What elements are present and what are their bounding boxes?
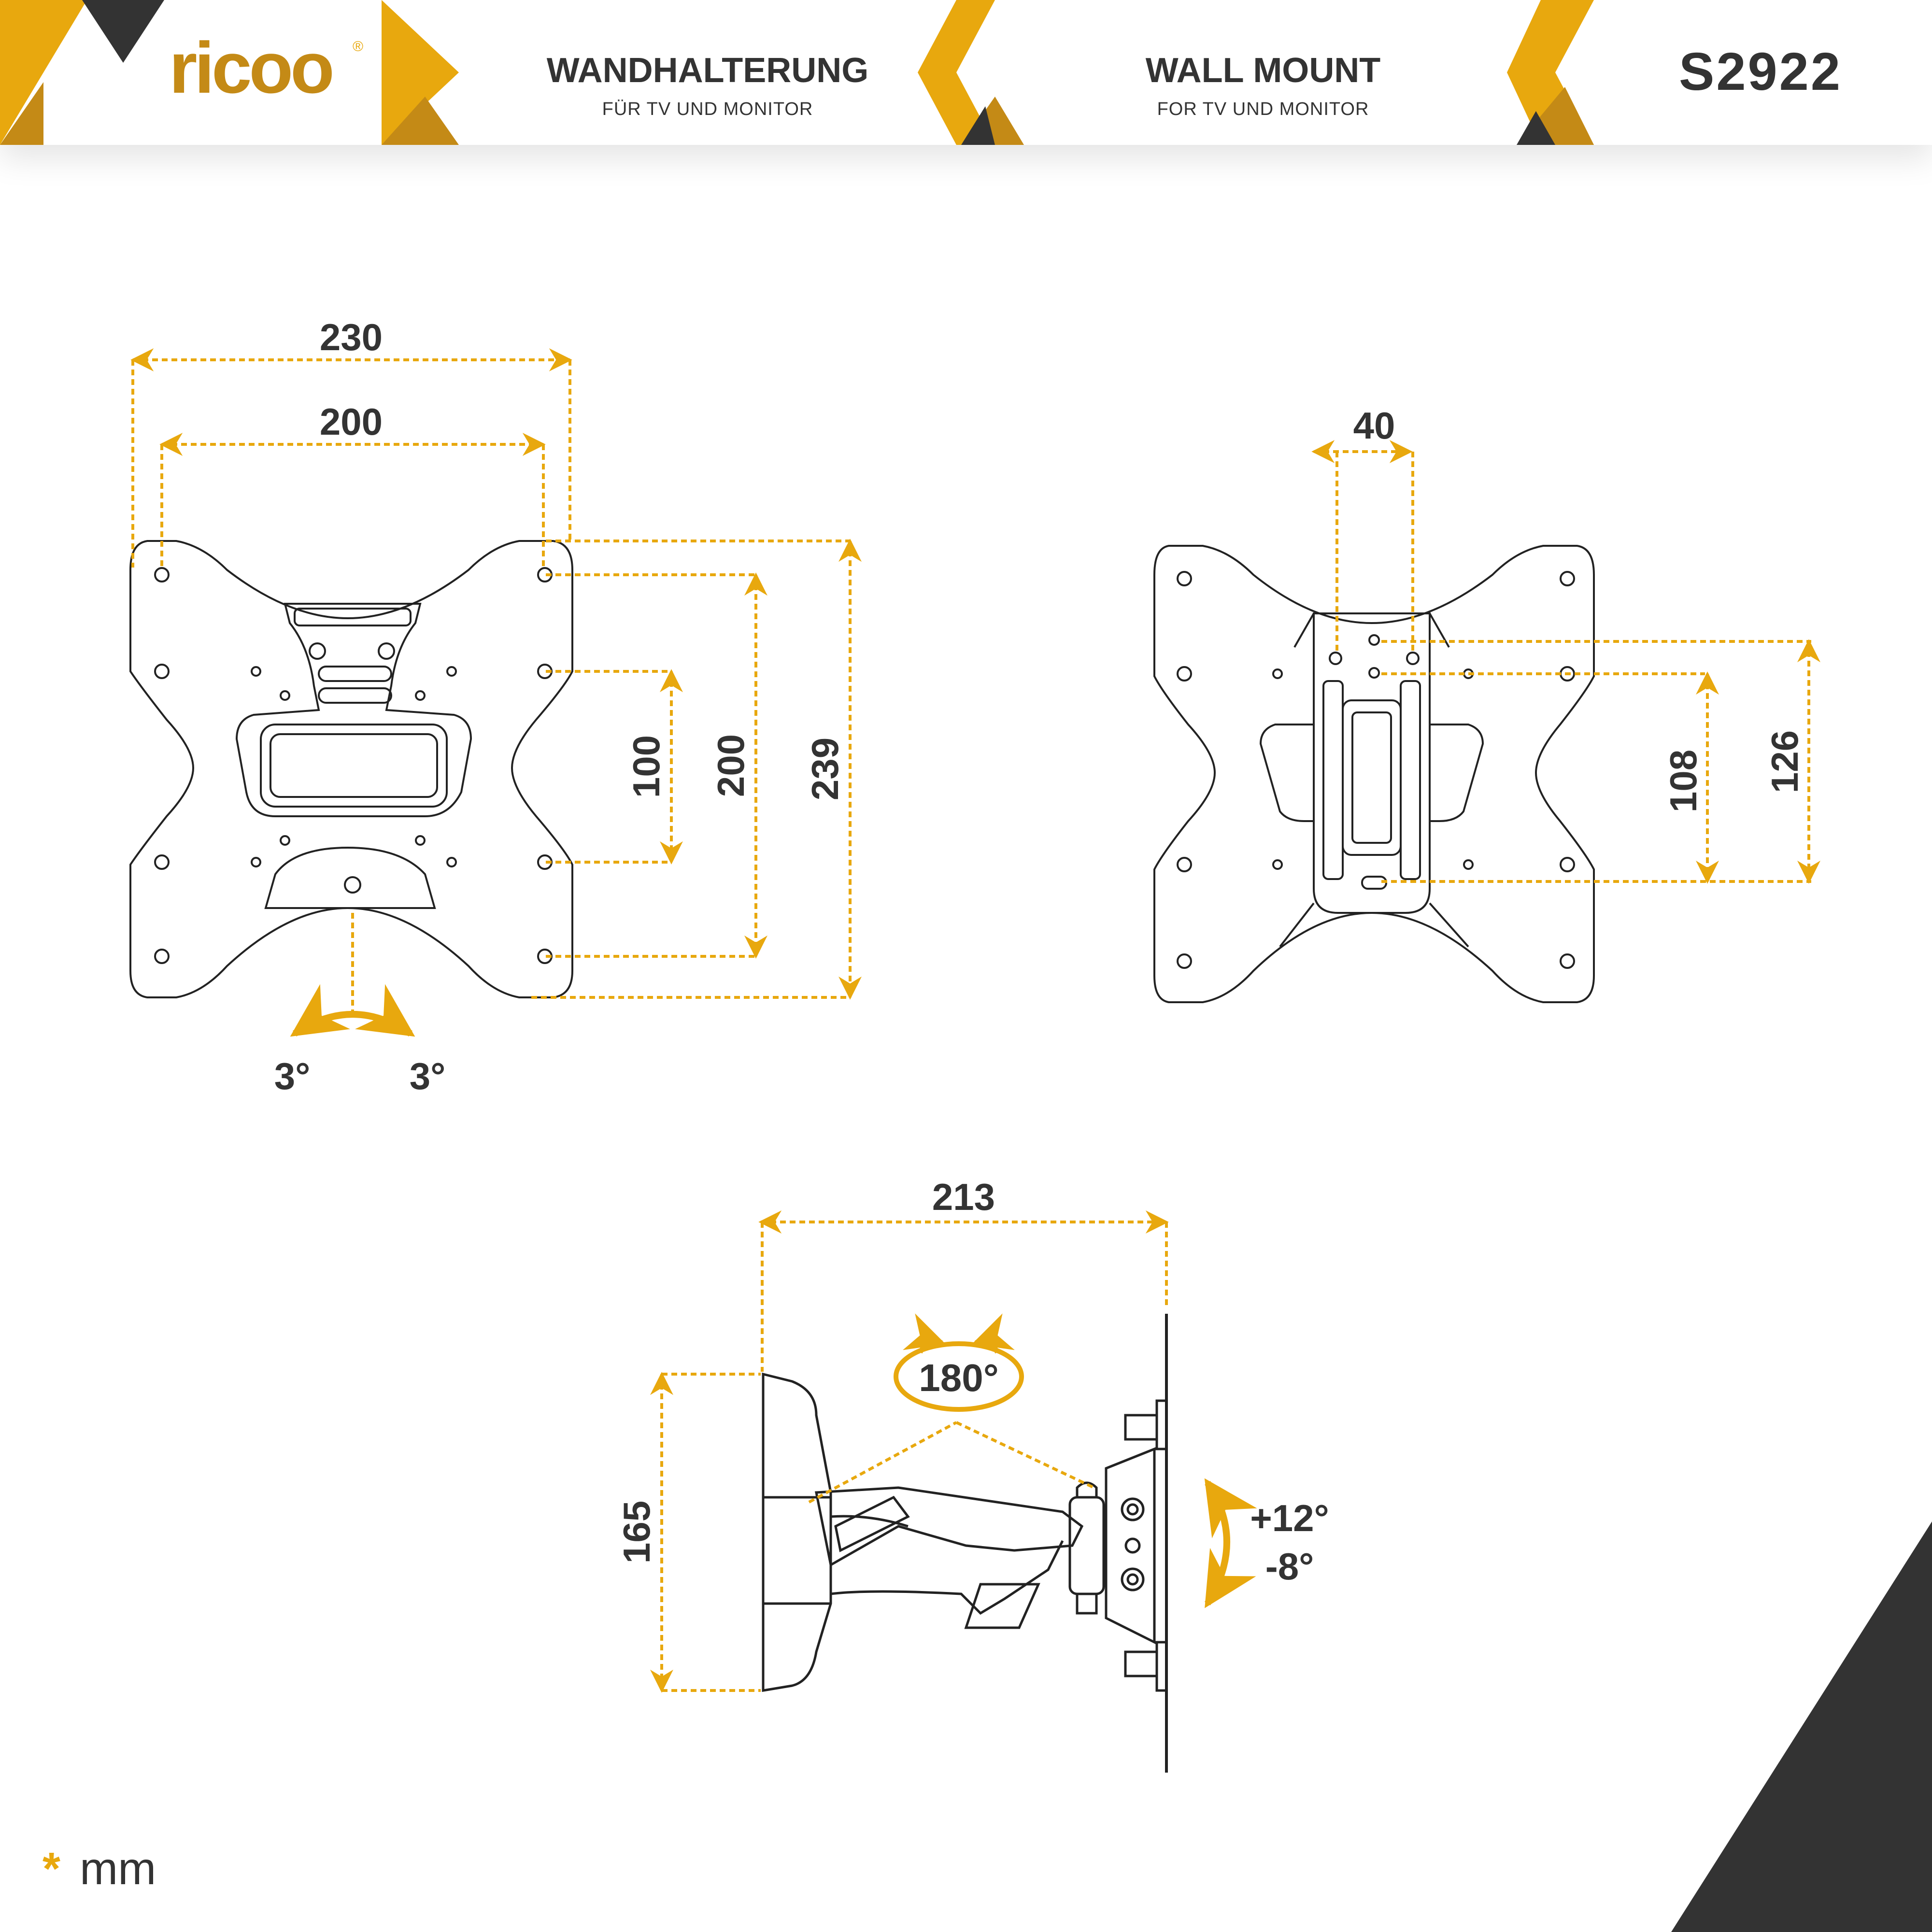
swivel-arrow-right — [972, 1313, 1015, 1354]
model-number: S2922 — [1678, 42, 1843, 101]
front-hole — [154, 949, 170, 964]
side-wall-plate — [762, 1372, 832, 1692]
front-hole — [154, 664, 170, 679]
back-wall-plate — [1313, 612, 1431, 914]
header-decoration — [0, 0, 1594, 145]
title-en: WALL MOUNT — [1145, 51, 1381, 90]
tv-bracket — [1105, 1447, 1156, 1645]
dim-front-230: 230 — [320, 316, 383, 358]
dim-front-239: 239 — [804, 738, 846, 800]
side-dimensions — [650, 1210, 1169, 1693]
unit-note: * mm — [43, 1843, 156, 1895]
back-view — [1153, 545, 1595, 1003]
tilt-joint — [1068, 1496, 1105, 1595]
dim-front-200w: 200 — [320, 400, 383, 443]
subtitle-de: FÜR TV UND MONITOR — [602, 99, 813, 119]
front-arm-bracket — [235, 603, 472, 817]
tilt-arc-side — [1204, 1478, 1257, 1608]
tilt-arc-front — [290, 984, 415, 1037]
dim-back-108: 108 — [1662, 750, 1705, 812]
front-view — [129, 540, 573, 998]
side-arm — [814, 1486, 1084, 1567]
dim-side-165: 165 — [615, 1501, 658, 1563]
front-dimensions — [130, 348, 862, 1014]
tilt-right-label: 3° — [410, 1055, 446, 1097]
swivel-label: 180° — [919, 1356, 998, 1399]
registered-mark: ® — [353, 39, 364, 55]
dim-back-126: 126 — [1763, 730, 1806, 793]
tilt-down-label: -8° — [1265, 1545, 1314, 1588]
tilt-left-label: 3° — [274, 1055, 311, 1097]
header-bar: ricoo ® WANDHALTERUNG FÜR TV UND MONITOR… — [0, 0, 1932, 145]
back-plate-outline — [1153, 545, 1595, 1003]
back-dimensions — [1311, 440, 1820, 884]
unit-star: * — [43, 1843, 60, 1894]
dim-front-100: 100 — [625, 735, 668, 798]
swivel-ellipse — [894, 1341, 1024, 1412]
dim-side-213: 213 — [932, 1176, 995, 1218]
title-de: WANDHALTERUNG — [546, 51, 869, 90]
brand-logo: ricoo — [169, 27, 335, 108]
dim-back-40: 40 — [1353, 404, 1395, 447]
swivel-arrow-left — [903, 1313, 946, 1354]
side-view — [762, 1314, 1168, 1773]
subtitle-en: FOR TV UND MONITOR — [1157, 99, 1369, 119]
front-hole — [154, 567, 170, 582]
tilt-up-label: +12° — [1250, 1497, 1329, 1539]
dim-front-200h: 200 — [710, 734, 752, 797]
unit-label: mm — [79, 1843, 156, 1894]
front-hole — [154, 854, 170, 870]
